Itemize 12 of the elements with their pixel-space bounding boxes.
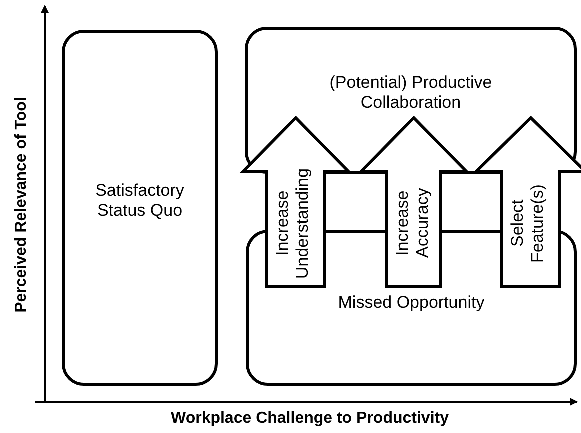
quadrant-label: Missed Opportunity	[337, 293, 486, 313]
quadrant-label: (Potential) Productive Collaboration	[328, 73, 494, 113]
edge-label: Increase Understanding	[273, 167, 313, 281]
block-arrow	[472, 116, 581, 288]
quadrant-label: Satisfactory Status Quo	[94, 181, 186, 221]
y-axis-title: Perceived Relevance of Tool	[13, 96, 31, 315]
x-axis-title: Workplace Challenge to Productivity	[170, 410, 450, 428]
block-arrow	[239, 116, 353, 288]
edge-label: Select Feature(s)	[508, 183, 548, 265]
block-arrow	[357, 116, 471, 288]
quadrant-box	[62, 30, 218, 386]
edge-label: Increase Accuracy	[393, 187, 433, 260]
